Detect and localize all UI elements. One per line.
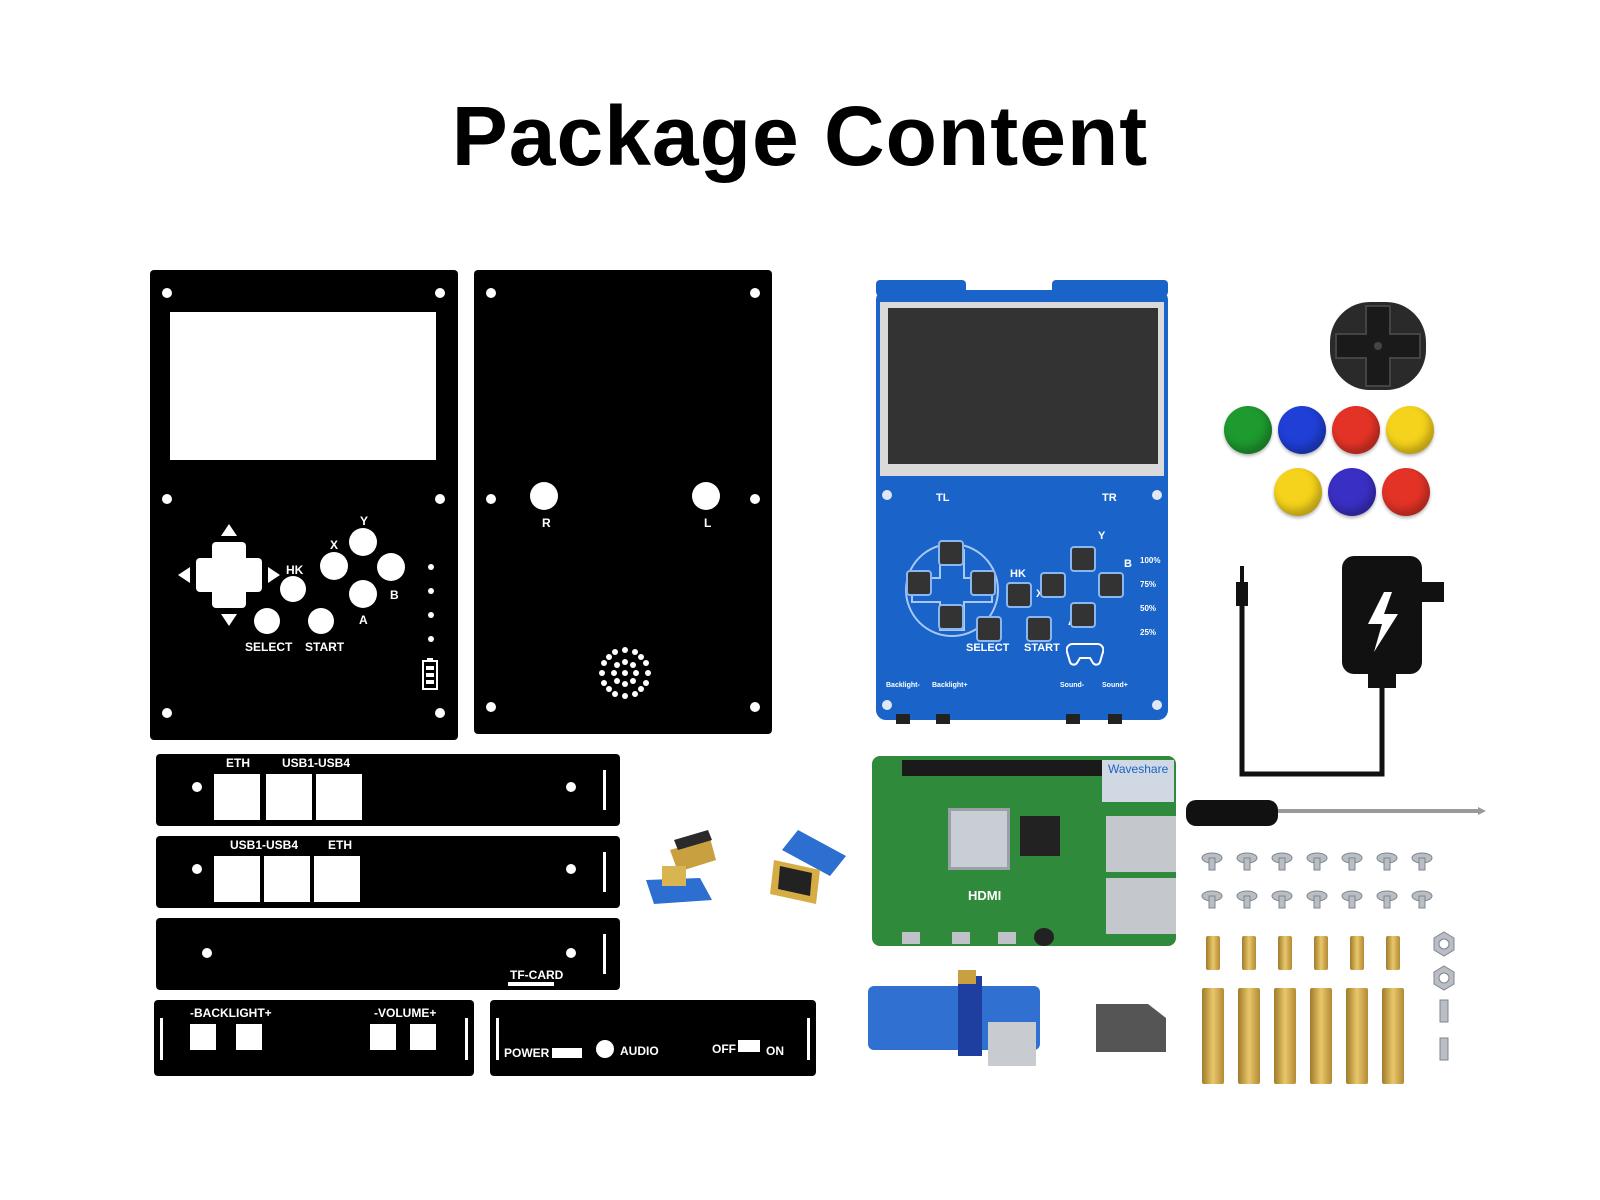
pcb-level-50: 50% [1140, 604, 1157, 613]
power-adapter [1236, 556, 1444, 777]
screwdriver [1186, 800, 1486, 826]
label-select: SELECT [245, 640, 293, 654]
button-cap-yellow [1386, 406, 1434, 454]
pcb-level-100: 100% [1140, 556, 1161, 565]
label-volume: -VOLUME+ [374, 1006, 437, 1020]
side-plate-1: ETH USB1-USB4 [156, 754, 620, 826]
label-l: L [704, 516, 712, 530]
label-eth-2: ETH [328, 838, 352, 852]
button-cap-green [1224, 406, 1272, 454]
pcb-level-75: 75% [1140, 580, 1157, 589]
screws-and-standoffs [1194, 850, 1464, 1090]
hdmi-adapter-straight [770, 830, 846, 904]
pcb-label-x: X [1036, 588, 1043, 600]
label-r: R [542, 516, 551, 530]
pcb-label-sound-plus: Sound+ [1102, 682, 1128, 689]
label-start: START [305, 640, 345, 654]
label-x: X [330, 538, 339, 552]
side-plate-2: USB1-USB4 ETH [156, 836, 620, 908]
pcb-label-backlight-minus: Backlight- [886, 682, 920, 689]
button-cap-red [1332, 406, 1380, 454]
button-cap-blue [1278, 406, 1326, 454]
gamepad-icon [1066, 643, 1104, 666]
pcb-label-tr: TR [1102, 492, 1117, 504]
speaker-grille [599, 647, 651, 699]
button-cap-yellow-2 [1274, 468, 1322, 516]
side-plate-5: POWER AUDIO OFF ON [490, 1000, 816, 1076]
label-usb-2: USB1-USB4 [230, 838, 299, 852]
screen-window [170, 312, 436, 460]
pcb-label-sound-minus: Sound- [1060, 682, 1085, 689]
label-audio: AUDIO [620, 1044, 659, 1058]
label-y: Y [360, 514, 369, 528]
hdmi-label: HDMI [968, 888, 1002, 903]
raspberry-pi-board: Waveshare HDMI [872, 756, 1176, 946]
button-cap-purple [1328, 468, 1376, 516]
pcb-label-start: START [1024, 642, 1060, 654]
page-title: Package Content [451, 89, 1149, 183]
button-cap-red-2 [1382, 468, 1430, 516]
label-hk: HK [286, 563, 304, 577]
pcb-label-hk: HK [1010, 568, 1026, 580]
lcd-screen [880, 302, 1164, 476]
label-backlight: -BACKLIGHT+ [190, 1006, 272, 1020]
pcb-label-tl: TL [936, 492, 950, 504]
label-off: OFF [712, 1042, 736, 1056]
label-on: ON [766, 1044, 784, 1058]
battery-icon [422, 658, 438, 690]
side-plate-4: -BACKLIGHT+ -VOLUME+ [154, 1000, 474, 1076]
pcb-label-y: Y [1098, 530, 1106, 542]
label-eth-1: ETH [226, 756, 250, 770]
dpad-cap [1330, 302, 1426, 390]
label-b: B [390, 588, 399, 602]
waveshare-logo: Waveshare [1108, 762, 1169, 776]
game-pcb-with-screen: TL TR HK X Y B A SELECT START 100% 75% 5… [876, 280, 1168, 724]
label-power: POWER [504, 1046, 550, 1060]
pcb-label-select: SELECT [966, 642, 1010, 654]
hdmi-adapter-angled [646, 830, 716, 904]
pcb-label-backlight-plus: Backlight+ [932, 682, 968, 689]
front-acrylic-panel: HK X Y B A SELECT START [150, 270, 458, 740]
tf-card-extender [868, 970, 1040, 1066]
dpad-cutout [178, 524, 280, 626]
side-plate-3: TF-CARD [156, 918, 620, 990]
pcb-label-b: B [1124, 558, 1132, 570]
pcb-level-25: 25% [1140, 628, 1157, 637]
back-acrylic-panel: R L [474, 270, 772, 734]
label-a: A [359, 613, 368, 627]
micro-sd-card [1096, 1004, 1166, 1052]
label-tf-card: TF-CARD [510, 968, 564, 982]
label-usb-1: USB1-USB4 [282, 756, 351, 770]
